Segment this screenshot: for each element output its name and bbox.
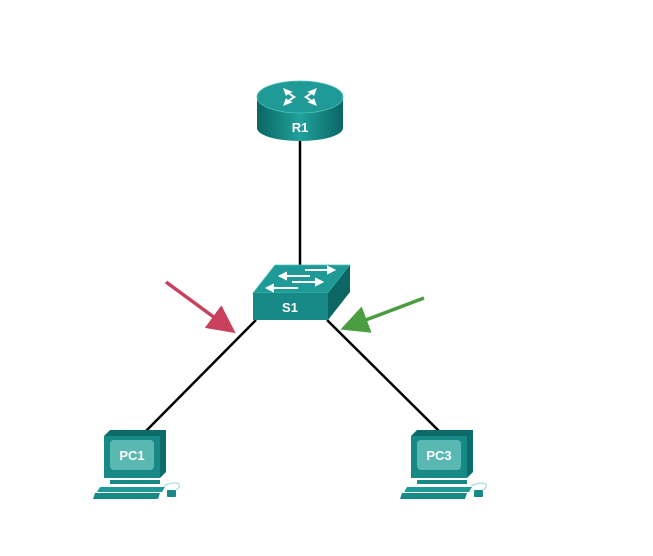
pc3-label: PC3 <box>426 448 451 463</box>
pc1-label: PC1 <box>119 448 144 463</box>
pc-pc1[interactable]: PC1 <box>93 430 180 499</box>
switch-s1[interactable]: S1 <box>252 264 351 320</box>
switch-label: S1 <box>282 300 298 315</box>
link-s1-pc1 <box>144 319 257 433</box>
router-label: R1 <box>292 120 309 135</box>
red-arrow-icon <box>164 280 236 334</box>
router-arrows-icon <box>283 88 317 106</box>
green-arrow-icon <box>340 296 425 333</box>
switch-arrows-icon <box>264 265 337 293</box>
link-s1-pc3 <box>326 319 441 433</box>
pc-pc3[interactable]: PC3 <box>400 430 487 499</box>
router-r1[interactable]: R1 <box>256 80 344 141</box>
